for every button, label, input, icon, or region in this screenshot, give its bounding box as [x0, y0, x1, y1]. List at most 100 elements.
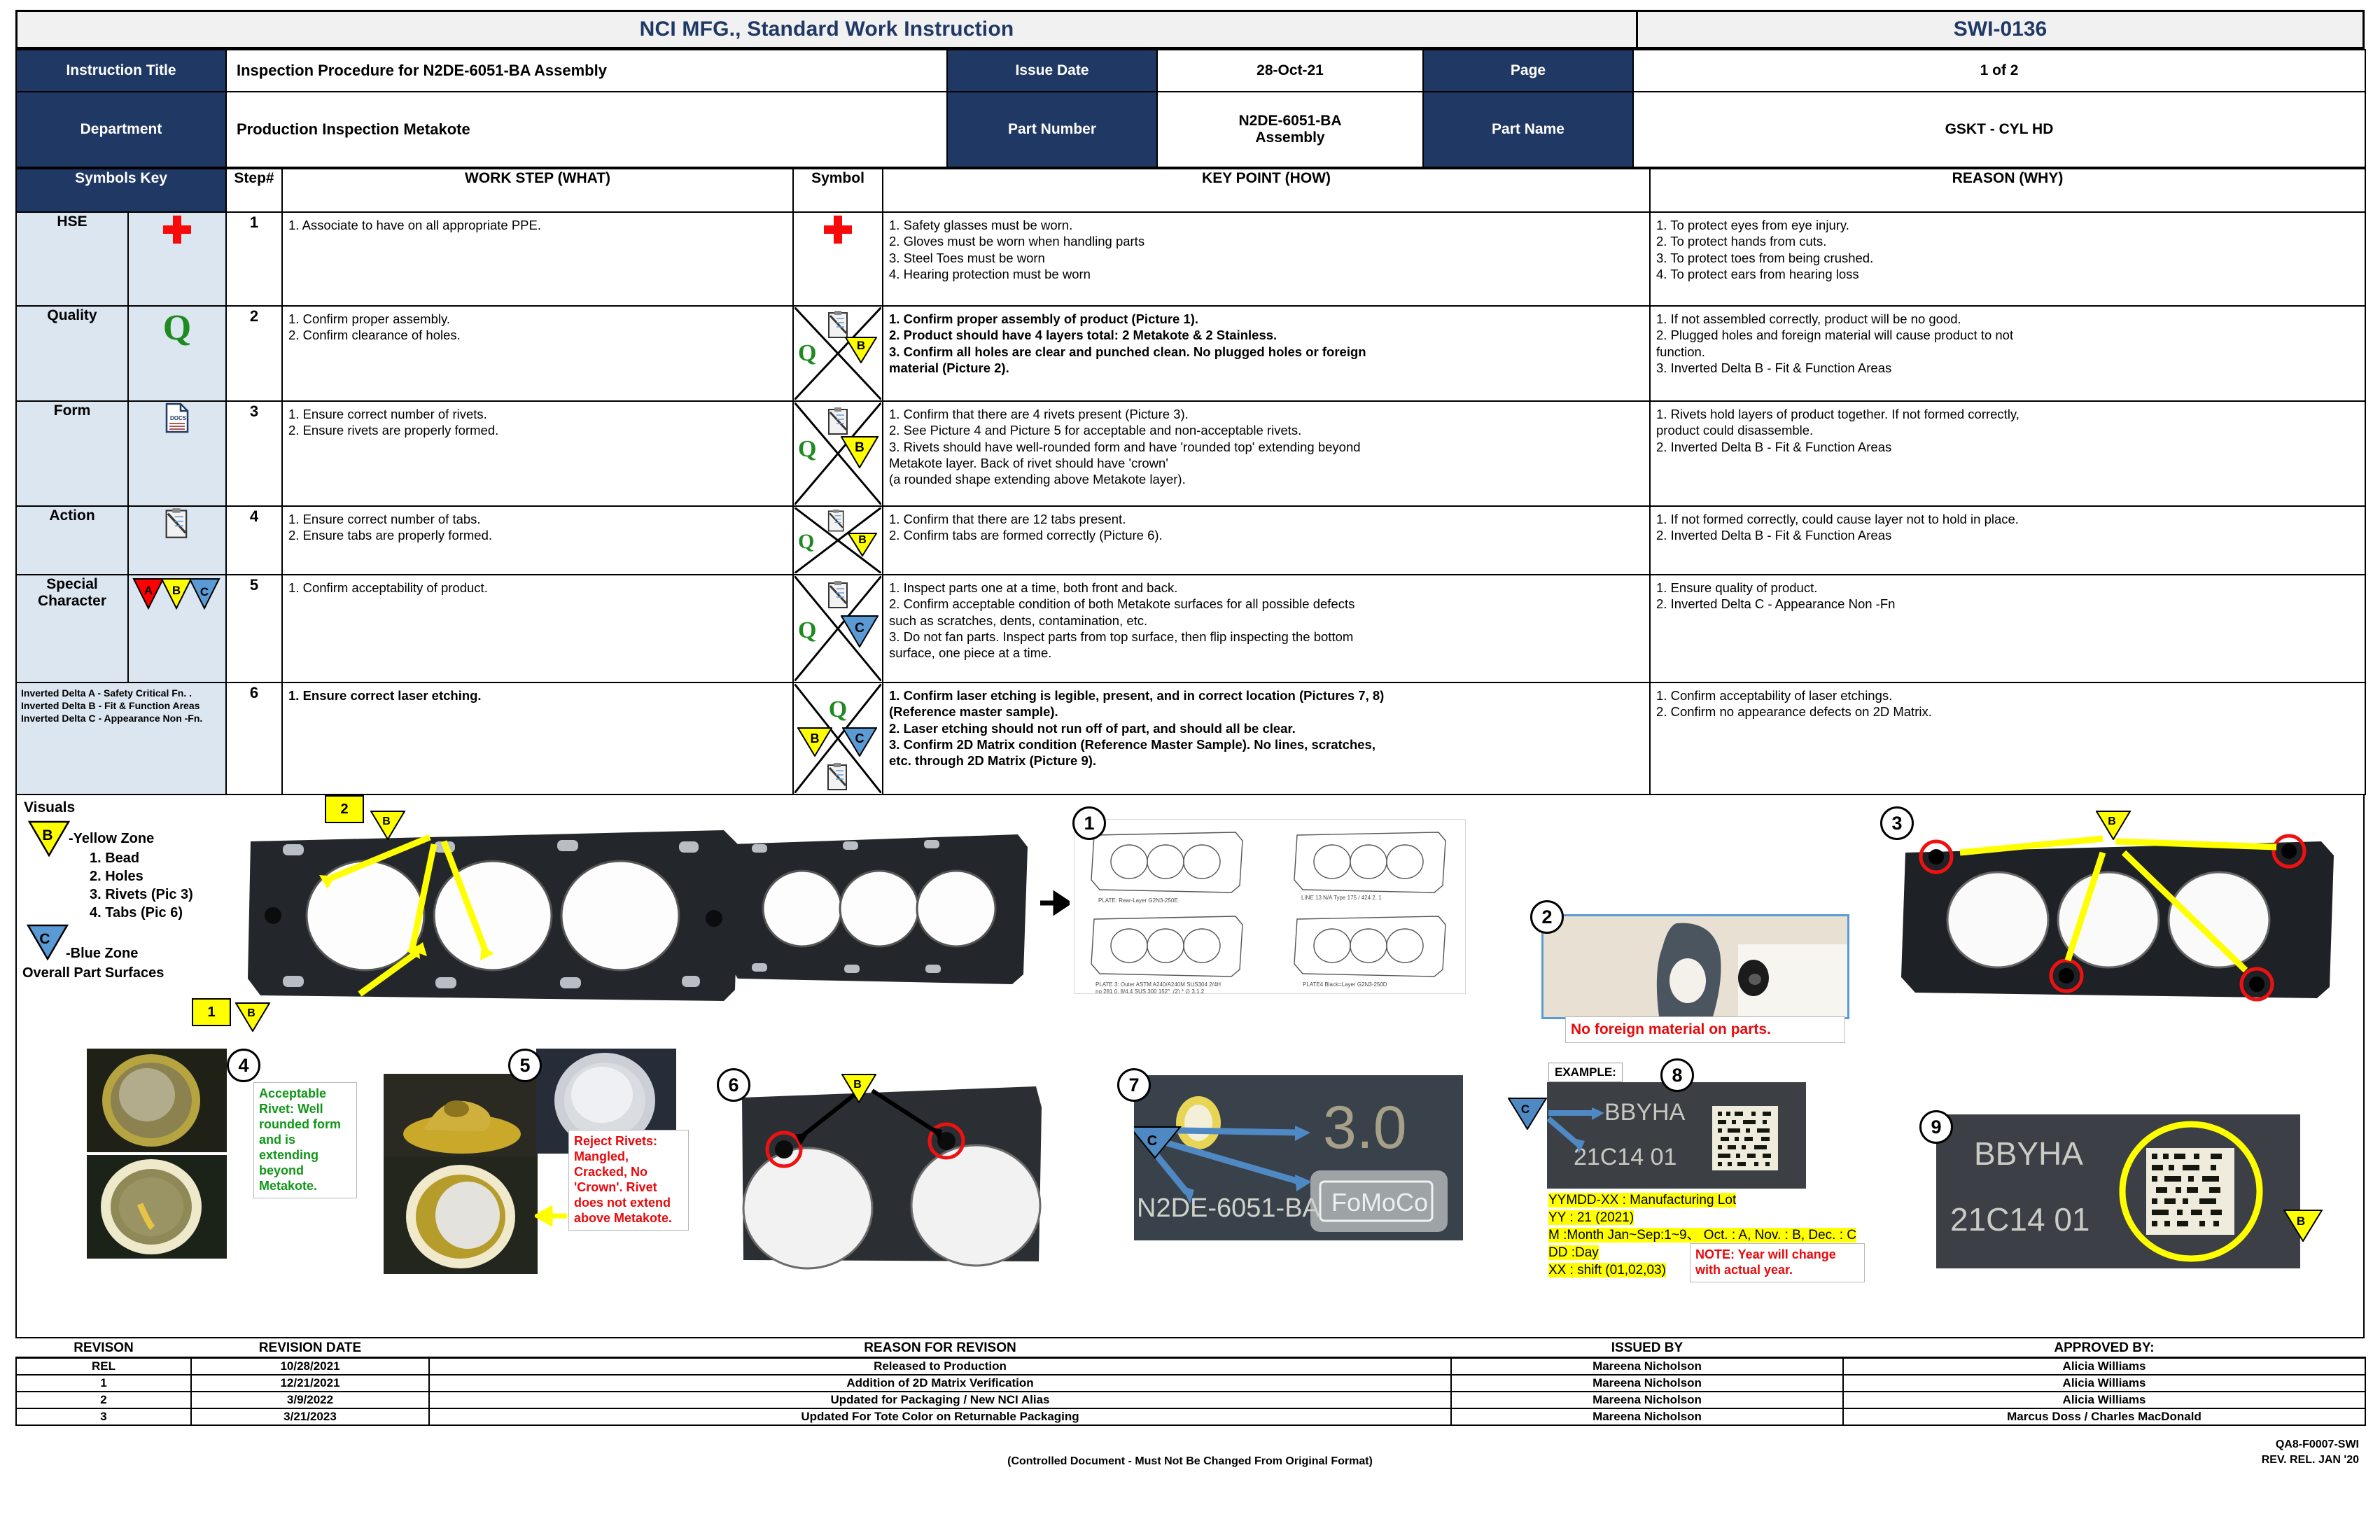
part-number-value: N2DE-6051-BA Assembly	[1156, 91, 1424, 168]
col-work-step: WORK STEP (WHAT)	[281, 168, 794, 213]
part-number-line-1: N2DE-6051-BA	[1238, 113, 1342, 129]
work-step-line: 2. Ensure rivets are properly formed.	[288, 423, 499, 438]
yellow-zone-label: -Yellow Zone	[69, 831, 155, 846]
reason-cell: 1. If not assembled correctly, product w…	[1649, 305, 2367, 402]
etch-thickness-text: 3.0	[1323, 1094, 1407, 1161]
delta-letter: C	[855, 732, 864, 746]
clipboard-pen-icon	[827, 407, 850, 436]
instruction-title-value: Inspection Procedure for N2DE-6051-BA As…	[225, 49, 948, 92]
department-value: Production Inspection Metakote	[225, 91, 948, 168]
table-row: 1 12/21/2021 Addition of 2D Matrix Verif…	[15, 1374, 2366, 1392]
yellow-zone-item: 4. Tabs (Pic 6)	[90, 905, 183, 920]
x-cross-lines	[794, 402, 882, 505]
no-crown-rivet-photo	[384, 1156, 538, 1274]
revision-col-header: REVISON	[16, 1340, 191, 1359]
table-row: 2 3/9/2022 Updated for Packaging / New N…	[15, 1391, 2366, 1409]
inverted-delta-b-icon: B	[841, 436, 879, 468]
reason-cell: 1. Ensure quality of product. 2. Inverte…	[1649, 574, 2367, 683]
revision-issued-by: Mareena Nicholson	[1450, 1357, 1844, 1376]
symbol-cell-q-b-c-clipboard: Q B C	[792, 682, 884, 795]
delta-legend-cell: Inverted Delta A - Safety Critical Fn. .…	[15, 682, 227, 795]
lot-legend-line: M :Month Jan~Sep:1~9、 Oct. : A, Nov. : B…	[1548, 1228, 1856, 1243]
step-number: 6	[225, 682, 284, 795]
inverted-delta-b-icon: B	[2283, 1210, 2323, 1242]
x-cross-lines	[794, 307, 882, 400]
title-divider	[1636, 12, 1638, 47]
work-step-cell: 1. Ensure correct number of rivets. 2. E…	[281, 400, 794, 507]
work-step-line: 1. Ensure correct number of tabs.	[288, 512, 481, 526]
form-code-line-2: REV. REL. JAN '20	[2261, 1454, 2359, 1466]
key-point-line: 3. Confirm 2D Matrix condition (Referenc…	[889, 736, 1376, 752]
inverted-delta-b-icon: B	[841, 1074, 877, 1104]
reason-line: 2. Inverted Delta B - Fit & Function Are…	[1656, 528, 1892, 543]
revision-issued-by: Mareena Nicholson	[1450, 1408, 1844, 1426]
header-row-2: Department Production Inspection Metakot…	[15, 91, 2366, 168]
etch-part-number-text: N2DE-6051-BA	[1137, 1194, 1321, 1223]
key-point-line: etc. through 2D Matrix (Picture 9).	[889, 753, 1097, 769]
document-title: NCI MFG., Standard Work Instruction	[639, 18, 1014, 41]
work-step-cell: 1. Ensure correct number of tabs. 2. Ens…	[281, 505, 794, 575]
key-point-line: (Reference master sample).	[889, 704, 1058, 720]
inverted-delta-b-icon: B	[27, 820, 71, 858]
col-step: Step#	[225, 168, 284, 213]
gasket-overview-image	[241, 813, 745, 1016]
table-row: 3 3/21/2023 Updated For Tote Color on Re…	[15, 1408, 2366, 1426]
engineering-drawing-sheet: PLATE: Rear-Layer G2N3-250E LINE 13 N/A …	[1074, 819, 1466, 994]
inverted-delta-b-icon: B	[797, 727, 833, 757]
part-name-label: Part Name	[1422, 91, 1634, 168]
part-number-label: Part Number	[946, 91, 1158, 168]
yellow-zone-item: 2. Holes	[90, 869, 144, 884]
reason-line: 1. If not formed correctly, could cause …	[1656, 512, 2019, 526]
picture-callout-8: 8	[1660, 1058, 1694, 1092]
laser-etch-example-photo-pic8: BBYHA 21C14 01	[1547, 1082, 1806, 1189]
svg-text:A: A	[144, 584, 153, 597]
col-reason: REASON (WHY)	[1649, 168, 2367, 213]
symbol-cell-red-cross	[792, 211, 884, 307]
clipboard-pen-icon	[827, 509, 846, 533]
delta-letter: B	[856, 339, 866, 352]
step-number: 2	[225, 305, 284, 402]
etch-lot-line2: 21C14 01	[1950, 1201, 2090, 1238]
table-row-step-3: Form DOCS 3 1. Ensure correct number of …	[15, 400, 2367, 507]
reason-cell: 1. If not formed correctly, could cause …	[1649, 505, 2367, 575]
key-point-cell: 1. Confirm proper assembly of product (P…	[882, 305, 1651, 402]
delta-letter: B	[810, 732, 820, 746]
controlled-document-note: (Controlled Document - Must Not Be Chang…	[1007, 1455, 1373, 1467]
arrow-to-drawing	[1039, 819, 1070, 994]
no-foreign-material-note: No foreign material on parts.	[1565, 1016, 1845, 1043]
delta-letter: B	[855, 440, 864, 455]
etch-lot-line1: BBYHA	[1604, 1099, 1686, 1126]
example-label: EXAMPLE:	[1548, 1063, 1623, 1082]
acceptable-rivet-note: Acceptable Rivet: Well rounded form and …	[253, 1082, 357, 1198]
red-cross-icon	[127, 211, 227, 307]
gasket-photo-pic1	[724, 823, 1032, 998]
x-cross-lines	[794, 576, 882, 681]
issue-date-value: 28-Oct-21	[1156, 49, 1424, 92]
revision-value: 1	[15, 1374, 192, 1392]
work-step-line: 2. Confirm clearance of holes.	[288, 328, 461, 343]
symbol-cell-q-clipboard-b: Q B	[792, 505, 884, 575]
clipboard-pen-icon	[127, 505, 227, 575]
tabs-photo-pic6	[735, 1074, 1043, 1270]
picture-callout-4: 4	[227, 1049, 260, 1082]
picture-callout-9: 9	[1919, 1110, 1953, 1144]
revision-value: 3	[15, 1408, 192, 1426]
symbol-cell-q-clipboard-c: Q C	[792, 574, 884, 683]
key-point-line: surface, one piece at a time.	[889, 645, 1052, 661]
page-value: 1 of 2	[1632, 49, 2366, 92]
revision-reason: Addition of 2D Matrix Verification	[428, 1374, 1452, 1392]
svg-text:C: C	[39, 931, 50, 947]
inverted-delta-b-icon: B	[848, 533, 878, 556]
svg-text:B: B	[42, 827, 52, 844]
revision-approved-by: Alicia Williams	[1842, 1374, 2366, 1392]
symbol-key-name-special-character: Special Character	[15, 574, 129, 683]
matrix-closeup-photo-pic9: BBYHA 21C14 01	[1936, 1114, 2300, 1268]
symbol-cell-q-clipboard-b: Q B	[792, 400, 884, 507]
yellow-zone-item: 1. Bead	[90, 850, 140, 866]
reason-line: 1. To protect eyes from eye injury.	[1656, 218, 1849, 232]
key-point-cell: 1. Confirm laser etching is legible, pre…	[882, 682, 1651, 795]
clipboard-pen-icon	[826, 762, 850, 792]
key-point-line: Metakote layer. Back of rivet should hav…	[889, 455, 1168, 470]
reason-line: 1. Ensure quality of product.	[1656, 580, 1818, 595]
table-column-header-row: Symbols Key Step# WORK STEP (WHAT) Symbo…	[15, 168, 2367, 213]
